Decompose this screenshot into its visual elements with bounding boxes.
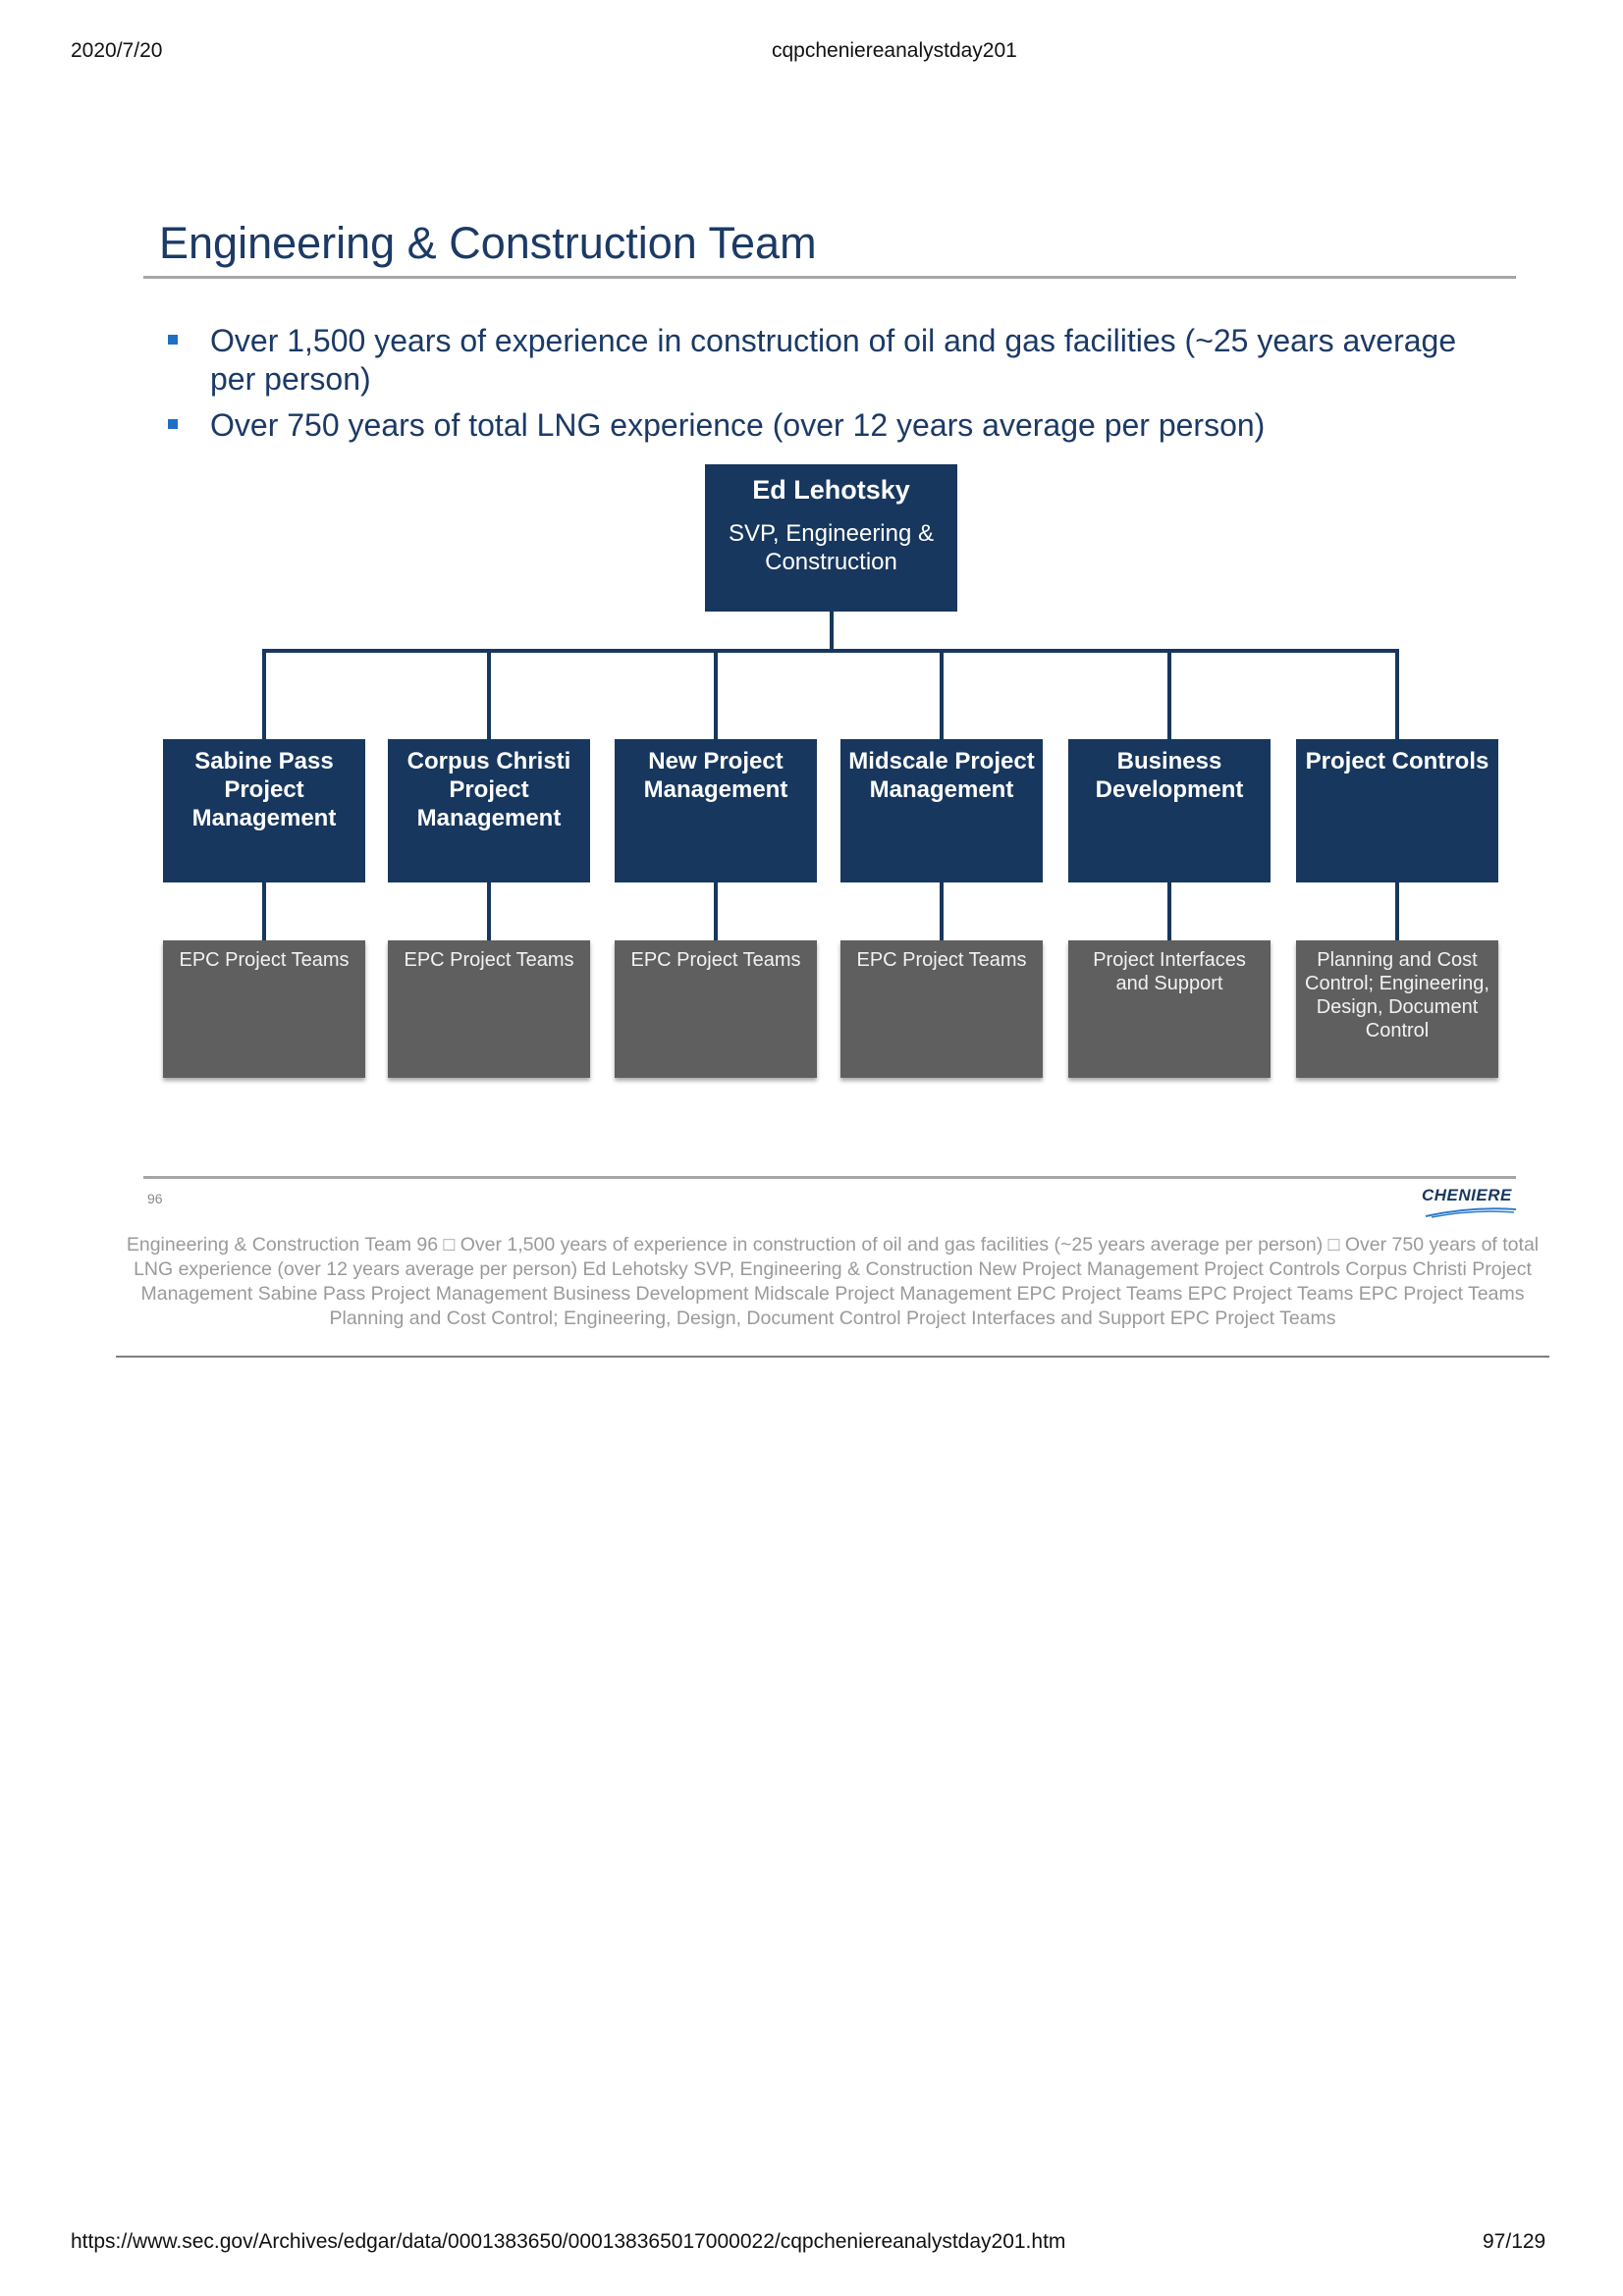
connector-line — [830, 612, 834, 651]
connector-line — [940, 649, 944, 739]
title-divider — [143, 276, 1516, 279]
connector-line — [1167, 649, 1171, 739]
cheniere-logo: CHENIERE — [1422, 1186, 1520, 1219]
print-page-count: 97/129 — [1483, 2230, 1546, 2253]
connector-line — [262, 882, 266, 940]
connector-line — [487, 882, 491, 940]
connector-line — [714, 882, 718, 940]
slide-page-number: 96 — [147, 1191, 163, 1206]
slide-footer-divider — [143, 1176, 1516, 1179]
connector-line — [940, 882, 944, 940]
dept-new-project: New Project Management — [615, 739, 817, 882]
connector-line — [1167, 882, 1171, 940]
dept-midscale: Midscale Project Management — [840, 739, 1043, 882]
logo-swoosh-icon — [1425, 1207, 1517, 1218]
connector-line — [1395, 882, 1399, 940]
dept-corpus-christi: Corpus Christi Project Management — [388, 739, 590, 882]
print-date: 2020/7/20 — [71, 39, 163, 62]
team-box-corpus-christi: EPC Project Teams — [388, 940, 590, 1078]
dept-sabine-pass: Sabine Pass Project Management — [163, 739, 365, 882]
bullet-marker-icon — [168, 335, 178, 345]
bullet-marker-icon — [168, 419, 178, 429]
team-box-project-controls: Planning and Cost Control; Engineering, … — [1296, 940, 1498, 1078]
extracted-text-divider — [116, 1356, 1549, 1358]
connector-line — [1395, 649, 1399, 739]
team-box-new-project: EPC Project Teams — [615, 940, 817, 1078]
connector-line — [487, 649, 491, 739]
org-head-box: Ed Lehotsky SVP, Engineering & Construct… — [705, 464, 957, 612]
connector-line — [262, 649, 1399, 653]
team-box-business-development: Project Interfaces and Support — [1068, 940, 1271, 1078]
logo-wordmark: CHENIERE — [1422, 1186, 1512, 1204]
bullet-1: Over 1,500 years of experience in constr… — [210, 323, 1457, 397]
connector-line — [714, 649, 718, 739]
team-box-sabine-pass: EPC Project Teams — [163, 940, 365, 1078]
head-name: Ed Lehotsky — [752, 475, 910, 505]
team-box-midscale: EPC Project Teams — [840, 940, 1043, 1078]
dept-project-controls: Project Controls — [1296, 739, 1498, 882]
slide-title: Engineering & Construction Team — [159, 218, 817, 268]
head-role: SVP, Engineering & Construction — [728, 520, 935, 575]
connector-line — [262, 649, 266, 739]
print-url: https://www.sec.gov/Archives/edgar/data/… — [71, 2230, 1066, 2253]
bullet-2: Over 750 years of total LNG experience (… — [210, 407, 1266, 443]
dept-business-development: Business Development — [1068, 739, 1271, 882]
print-doc-title: cqpcheniereanalystday201 — [772, 39, 1017, 62]
extracted-slide-text: Engineering & Construction Team 96 □ Ove… — [126, 1234, 1540, 1329]
